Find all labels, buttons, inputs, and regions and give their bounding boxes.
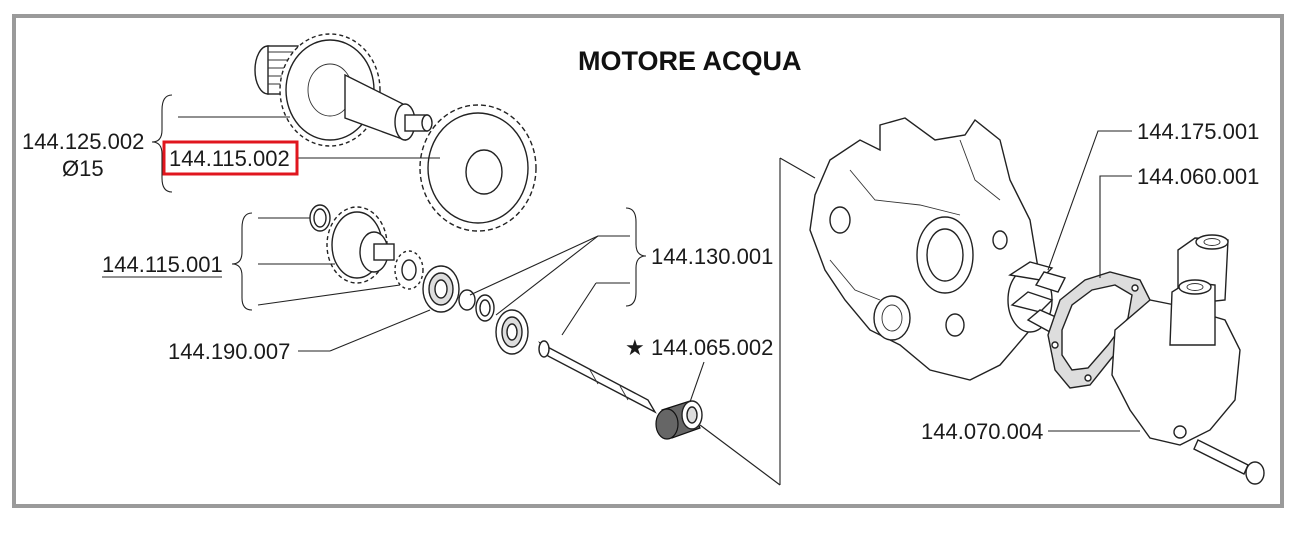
divider-line-bottom	[699, 424, 781, 486]
diagram-frame	[12, 14, 1284, 508]
leader-bearing-b	[329, 309, 431, 352]
gasket	[1047, 271, 1151, 389]
bushing-star-marker: ★	[625, 335, 645, 360]
leader-impeller	[1047, 130, 1132, 271]
bushing	[655, 400, 703, 440]
label-shaft-assembly: 144.125.002	[22, 129, 144, 154]
leader-gasket	[1099, 175, 1132, 278]
leader-bushing	[689, 361, 705, 403]
engine-case-housing	[809, 117, 1041, 381]
gear-set-components	[309, 204, 424, 290]
seal-set	[475, 294, 529, 355]
brace-seal-set	[625, 207, 647, 307]
label-shaft-diameter: Ø15	[62, 156, 104, 181]
pump-shaft	[538, 340, 657, 414]
leader-seal-5	[561, 282, 597, 336]
label-gasket: 144.060.001	[1137, 164, 1259, 189]
shaft-body	[344, 73, 433, 142]
label-highlighted-gear: 144.115.002	[169, 146, 290, 171]
brace-gear-set	[231, 212, 253, 311]
ball-bearing	[422, 265, 476, 313]
label-seal-set: 144.130.001	[651, 244, 773, 269]
pump-cover	[1111, 234, 1241, 446]
shaft-gear-assembly	[254, 33, 537, 232]
spacer-ring	[458, 289, 476, 311]
leader-seal-2	[495, 235, 599, 316]
impeller	[1007, 261, 1067, 333]
leader-seal-1	[469, 235, 599, 296]
highlight-box	[162, 140, 299, 176]
leader-gear-set-3	[257, 284, 401, 306]
cover-bolt	[1193, 439, 1265, 485]
label-bushing: 144.065.002	[651, 335, 773, 360]
diagram-title: MOTORE ACQUA	[578, 46, 802, 76]
label-bearing: 144.190.007	[168, 339, 290, 364]
divider-line-top	[779, 157, 816, 179]
label-pump-cover: 144.070.004	[921, 419, 1043, 444]
driven-gear-144-115-002	[419, 104, 537, 232]
brace-shaft-assembly	[151, 94, 173, 193]
label-gear-set: 144.115.001	[102, 252, 223, 277]
label-impeller: 144.175.001	[1137, 119, 1259, 144]
